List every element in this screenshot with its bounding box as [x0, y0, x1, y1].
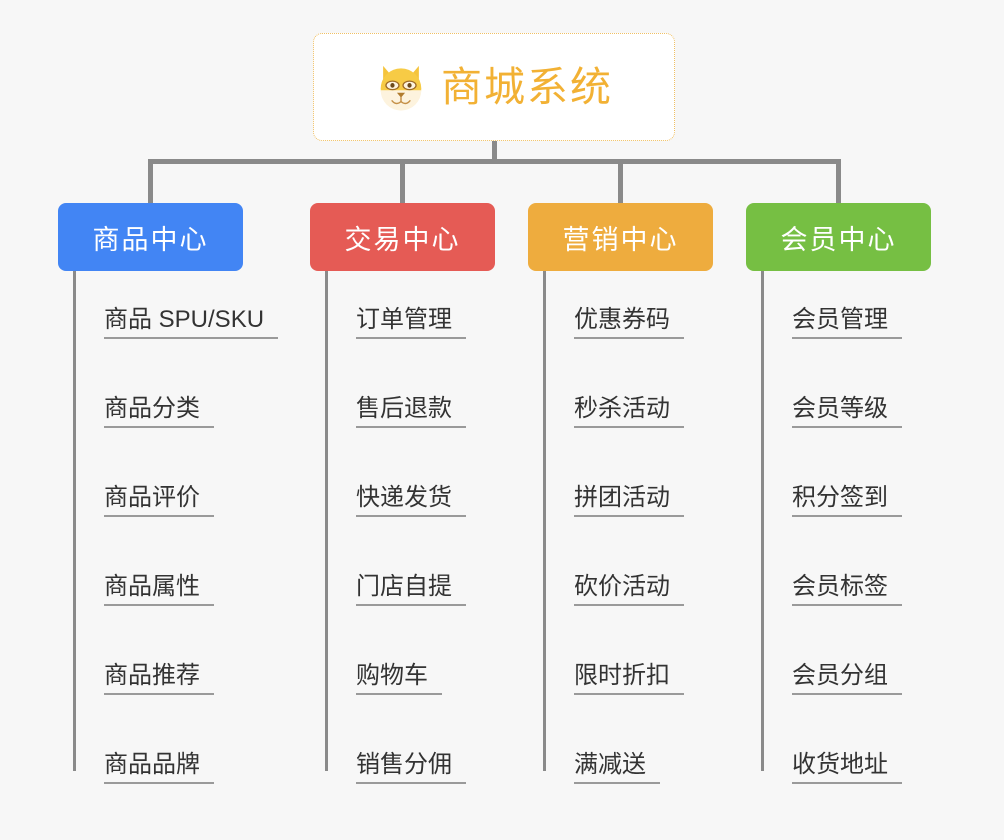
leaf-item[interactable]: 会员管理	[761, 295, 902, 339]
leaf-item[interactable]: 拼团活动	[543, 473, 684, 517]
leaf-item[interactable]: 销售分佣	[325, 740, 466, 784]
root-node-content: 商城系统	[375, 61, 613, 113]
leaf-item[interactable]: 售后退款	[325, 384, 466, 428]
connector-branch-drop-4	[836, 159, 841, 205]
leaf-item[interactable]: 会员标签	[761, 562, 902, 606]
category-header-member[interactable]: 会员中心	[746, 203, 931, 271]
connector-branch-drop-1	[148, 159, 153, 205]
category-spine-trade	[325, 271, 328, 771]
root-node-title: 商城系统	[441, 63, 613, 110]
dog-face-icon	[380, 65, 422, 111]
category-column-member: 会员中心 会员管理 会员等级 积分签到 会员标签 会员分组 收货地址	[746, 203, 976, 784]
category-header-label: 商品中心	[92, 224, 209, 255]
leaf-item[interactable]: 满减送	[543, 740, 660, 784]
category-column-trade: 交易中心 订单管理 售后退款 快递发货 门店自提 购物车 销售分佣	[310, 203, 540, 784]
category-header-product[interactable]: 商品中心	[58, 203, 243, 271]
category-header-label: 会员中心	[780, 224, 897, 255]
category-spine-product	[73, 271, 76, 771]
category-spine-member	[761, 271, 764, 771]
leaf-item[interactable]: 砍价活动	[543, 562, 684, 606]
category-header-trade[interactable]: 交易中心	[310, 203, 495, 271]
leaf-item[interactable]: 门店自提	[325, 562, 466, 606]
leaf-item[interactable]: 订单管理	[325, 295, 466, 339]
leaf-item[interactable]: 会员等级	[761, 384, 902, 428]
connector-trunk-bar	[148, 159, 841, 164]
category-column-product: 商品中心 商品 SPU/SKU 商品分类 商品评价 商品属性 商品推荐 商品品牌	[58, 203, 308, 784]
leaf-item[interactable]: 商品推荐	[73, 651, 214, 695]
category-header-label: 营销中心	[562, 224, 679, 255]
leaf-item[interactable]: 商品评价	[73, 473, 214, 517]
leaf-item[interactable]: 优惠券码	[543, 295, 684, 339]
connector-branch-drop-3	[618, 159, 623, 205]
leaf-item[interactable]: 商品 SPU/SKU	[73, 295, 279, 339]
leaf-item[interactable]: 商品属性	[73, 562, 214, 606]
leaf-item[interactable]: 收货地址	[761, 740, 902, 784]
category-header-label: 交易中心	[344, 224, 461, 255]
leaf-item[interactable]: 购物车	[325, 651, 442, 695]
category-spine-marketing	[543, 271, 546, 771]
leaf-item[interactable]: 商品品牌	[73, 740, 214, 784]
leaf-item[interactable]: 快递发货	[325, 473, 466, 517]
leaf-item[interactable]: 限时折扣	[543, 651, 684, 695]
root-node[interactable]: 商城系统	[313, 33, 675, 141]
connector-root-stem	[492, 141, 497, 163]
category-header-marketing[interactable]: 营销中心	[528, 203, 713, 271]
connector-branch-drop-2	[400, 159, 405, 205]
leaf-item[interactable]: 会员分组	[761, 651, 902, 695]
leaf-item[interactable]: 积分签到	[761, 473, 902, 517]
leaf-item[interactable]: 商品分类	[73, 384, 214, 428]
leaf-item[interactable]: 秒杀活动	[543, 384, 684, 428]
category-column-marketing: 营销中心 优惠券码 秒杀活动 拼团活动 砍价活动 限时折扣 满减送	[528, 203, 758, 784]
